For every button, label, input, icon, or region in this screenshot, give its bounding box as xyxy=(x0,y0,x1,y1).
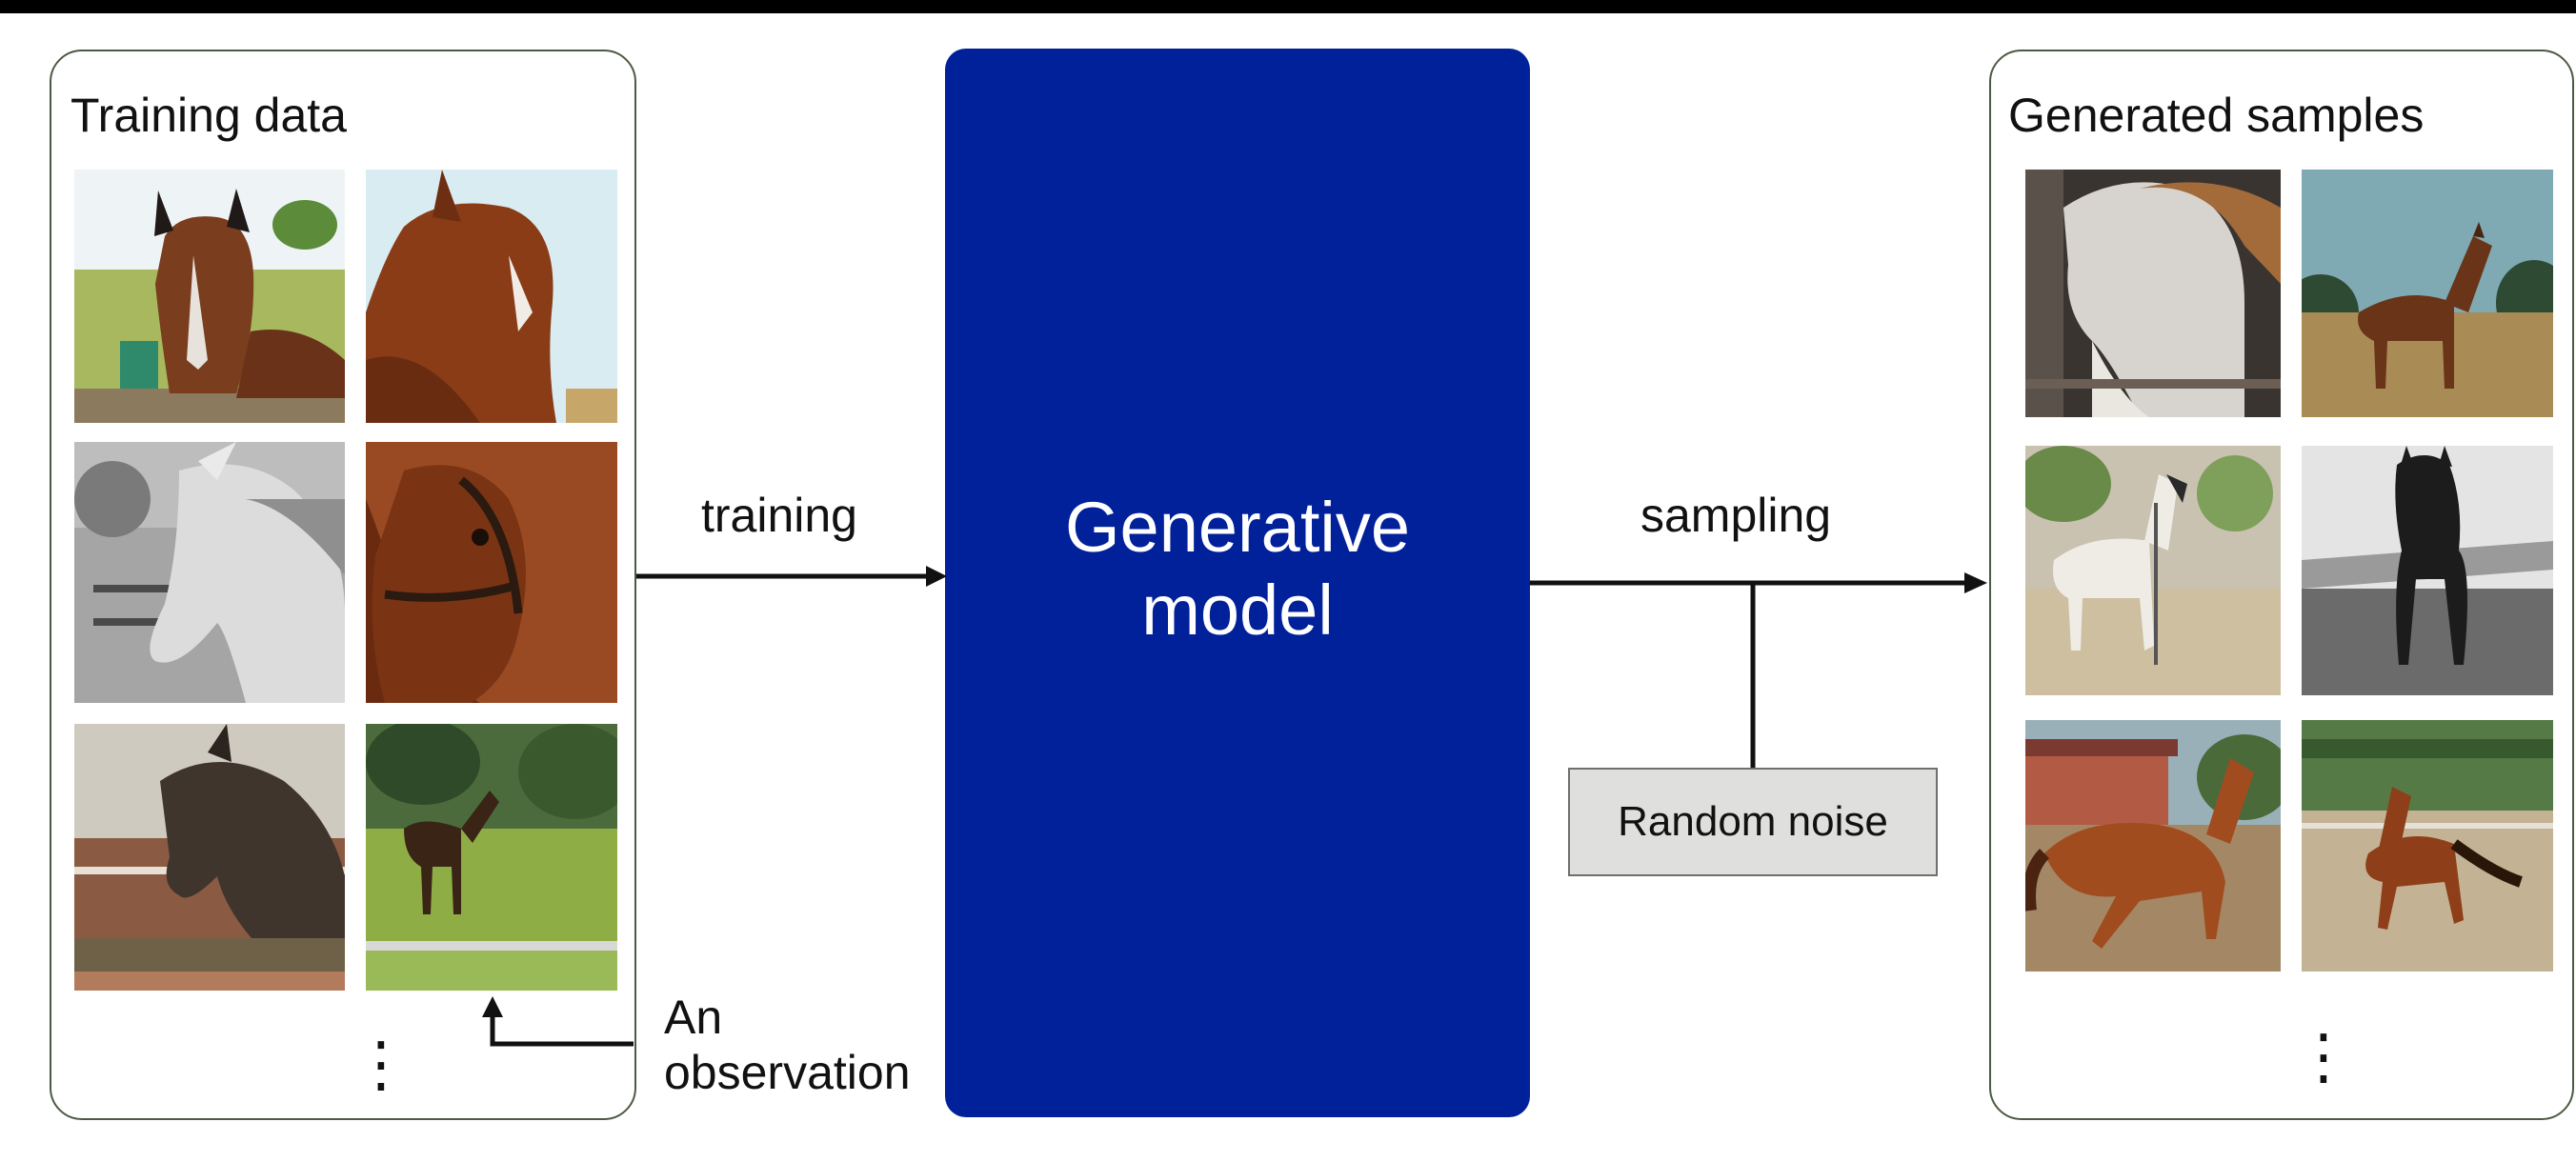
generated-horse-3 xyxy=(2025,446,2281,695)
training-edge-label: training xyxy=(701,489,857,542)
generative-model-box xyxy=(945,49,1530,1117)
generative-model-line2: model xyxy=(1141,571,1334,651)
generated-samples-title: Generated samples xyxy=(2008,89,2425,142)
generative-model-label: Generative model xyxy=(945,486,1530,652)
training-horse-2 xyxy=(366,170,617,423)
training-data-title: Training data xyxy=(70,89,347,142)
training-horse-3 xyxy=(74,442,345,703)
training-horse-1 xyxy=(74,170,345,423)
generated-horse-5 xyxy=(2025,720,2281,972)
generated-horse-6 xyxy=(2302,720,2553,972)
observation-label: An observation xyxy=(664,991,911,1100)
sampling-edge-label: sampling xyxy=(1640,489,1832,542)
observation-line1: An xyxy=(664,991,723,1044)
training-more-ellipsis: ⋮ xyxy=(351,1030,412,1098)
generated-more-ellipsis: ⋮ xyxy=(2293,1022,2354,1091)
generative-model-line1: Generative xyxy=(1065,488,1410,567)
generated-horse-1 xyxy=(2025,170,2281,417)
generated-horse-2 xyxy=(2302,170,2553,417)
training-horse-4 xyxy=(366,442,617,703)
generated-horse-4 xyxy=(2302,446,2553,695)
random-noise-box: Random noise xyxy=(1568,768,1938,876)
training-horse-6 xyxy=(366,724,617,991)
training-horse-5 xyxy=(74,724,345,991)
random-noise-label: Random noise xyxy=(1618,798,1888,845)
observation-line2: observation xyxy=(664,1045,911,1099)
